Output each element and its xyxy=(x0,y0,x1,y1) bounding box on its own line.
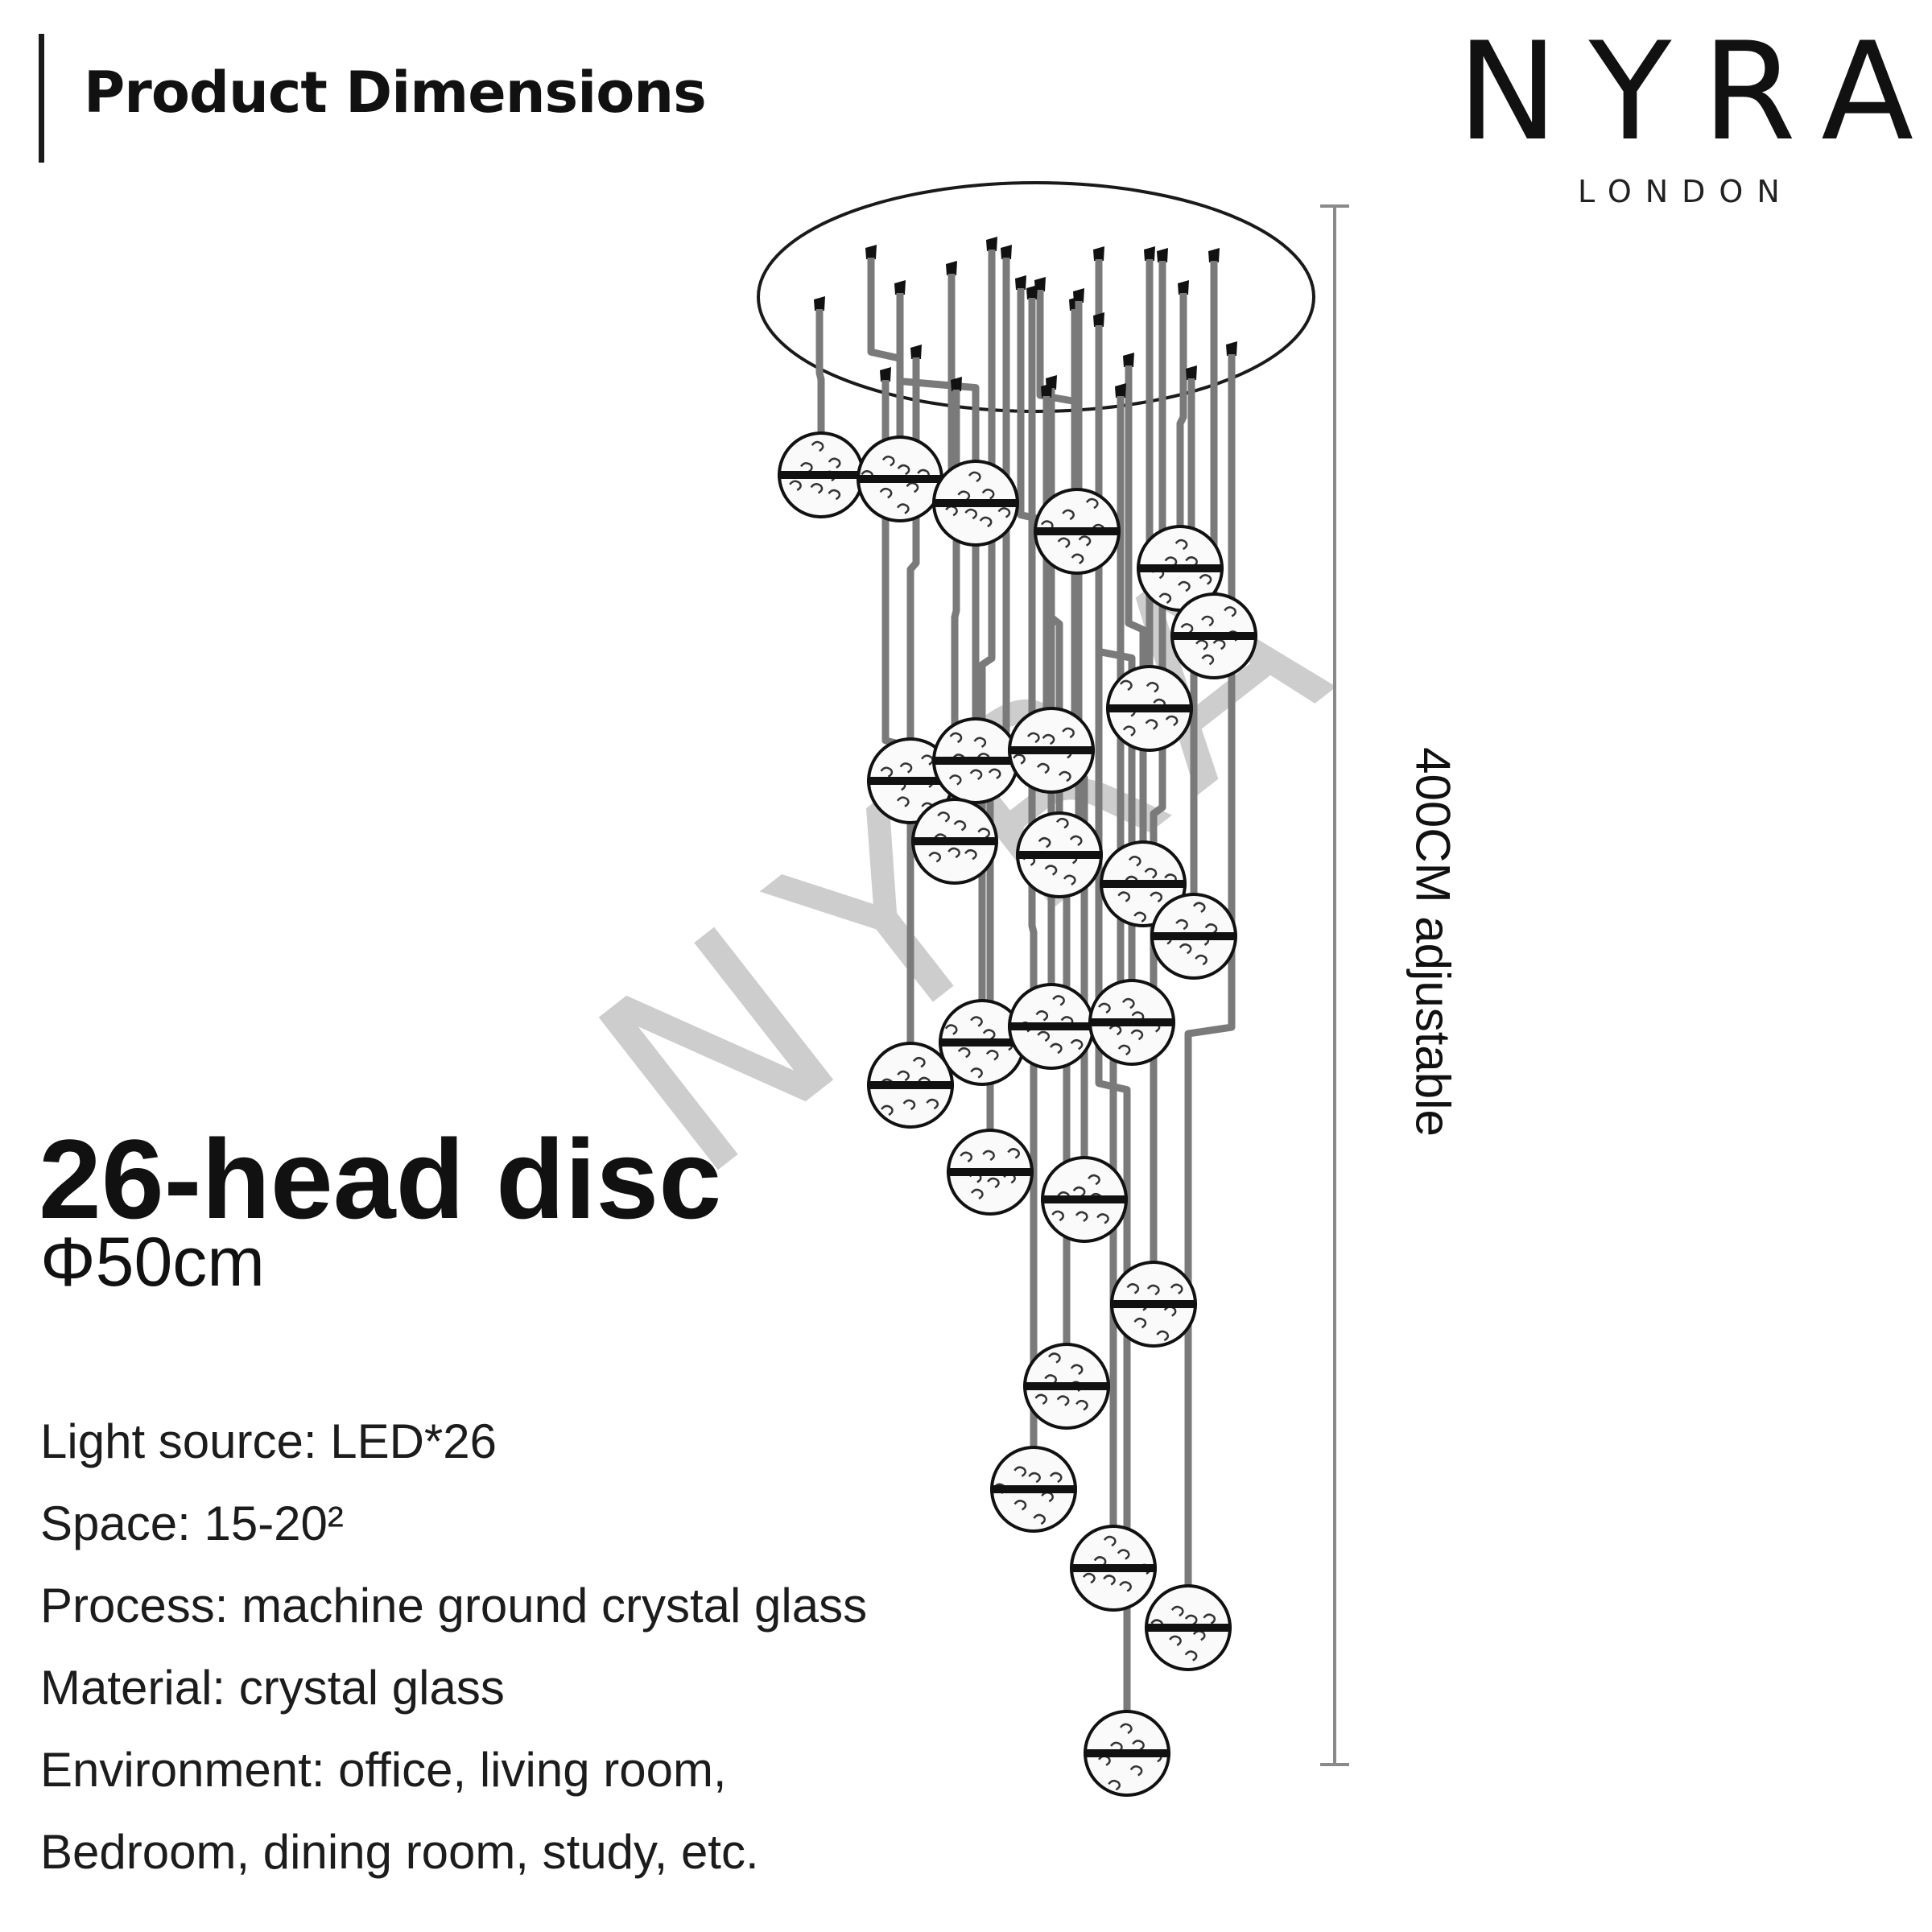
pendant-globe xyxy=(1088,979,1175,1066)
rod-cap xyxy=(1157,248,1168,262)
rod-cap xyxy=(1026,285,1038,299)
rod-cap xyxy=(1093,246,1104,261)
pendant-rod xyxy=(896,293,980,461)
pendant-globe xyxy=(1170,592,1257,679)
rod-cap xyxy=(1123,353,1134,367)
spec-environment-continued: Bedroom, dining room, study, etc. xyxy=(40,1825,759,1879)
pendant-globe xyxy=(911,798,998,885)
pendant-globe xyxy=(857,436,943,522)
rod-cap xyxy=(1186,365,1197,380)
pendant-globe xyxy=(1106,665,1193,752)
pendant-globe xyxy=(1070,1525,1157,1612)
spec-space: Space: 15-20² xyxy=(40,1496,344,1550)
brand-logo: NYRA LONDON xyxy=(1457,13,1932,209)
pendant-globe xyxy=(1150,893,1237,980)
brand-name: NYRA xyxy=(1457,13,1932,171)
pendant-globe xyxy=(1008,983,1095,1070)
header-accent-bar xyxy=(39,34,44,163)
rod-cap xyxy=(814,296,825,311)
rod-cap xyxy=(1001,245,1012,259)
pendant-rod xyxy=(906,357,920,739)
pendant-globe xyxy=(1016,811,1103,898)
rod-cap xyxy=(880,367,891,382)
rod-cap xyxy=(910,345,922,359)
pendant-globe xyxy=(1034,488,1121,575)
rod-cap xyxy=(1041,383,1052,398)
height-dimension-label: 400CM adjustable xyxy=(1406,747,1460,1137)
spec-environment: Environment: office, living room, xyxy=(40,1743,727,1797)
product-diameter: Φ50cm xyxy=(40,1224,265,1301)
pendant-globe xyxy=(867,737,954,824)
pendant-globe xyxy=(1084,1710,1170,1797)
spec-material: Material: crystal glass xyxy=(40,1661,505,1715)
pendant-globe xyxy=(1041,1156,1128,1243)
rod-cap xyxy=(946,261,957,275)
spec-list: Light source: LED*26 Space: 15-20² Proce… xyxy=(40,1401,1046,1893)
pendant-rod xyxy=(815,309,825,433)
rod-cap xyxy=(1226,341,1237,356)
pendant-globe xyxy=(778,431,865,518)
pendant-globe xyxy=(867,1042,954,1129)
height-dimension-line xyxy=(1320,204,1349,1766)
pendant-globe xyxy=(939,999,1026,1086)
pendant-globe xyxy=(932,460,1019,547)
pendant-globe xyxy=(947,1129,1034,1216)
rod-cap xyxy=(894,280,906,295)
rod-cap xyxy=(1178,280,1189,295)
pendant-globe xyxy=(1008,707,1095,794)
rod-cap xyxy=(1115,383,1126,398)
rod-cap xyxy=(1144,246,1155,261)
pendant-globe xyxy=(1110,1261,1197,1348)
pendant-rod xyxy=(1176,293,1187,526)
rod-cap xyxy=(1015,275,1026,290)
page-title: Product Dimensions xyxy=(84,60,707,126)
pendant-rod xyxy=(1028,298,1038,1447)
rod-cap xyxy=(1208,248,1220,262)
canopy-disc xyxy=(757,181,1315,413)
pendant-globe xyxy=(932,717,1019,804)
pendant-globe xyxy=(990,1446,1077,1533)
brand-subtitle: LONDON xyxy=(1578,174,1794,209)
pendant-rod xyxy=(1095,325,1131,1711)
product-name: 26-head disc xyxy=(39,1116,722,1242)
rod-cap xyxy=(951,377,962,391)
rod-cap xyxy=(986,237,997,251)
spec-light-source: Light source: LED*26 xyxy=(40,1414,497,1468)
pendant-globes xyxy=(778,431,1257,1797)
spec-process: Process: machine ground crystal glass xyxy=(40,1579,868,1633)
rod-cap xyxy=(1093,312,1104,327)
rod-cap xyxy=(865,245,877,259)
rod-cap xyxy=(1073,288,1084,303)
pendant-rod xyxy=(867,258,904,437)
pendant-globe xyxy=(1145,1584,1232,1671)
pendant-globe xyxy=(1023,1343,1110,1430)
